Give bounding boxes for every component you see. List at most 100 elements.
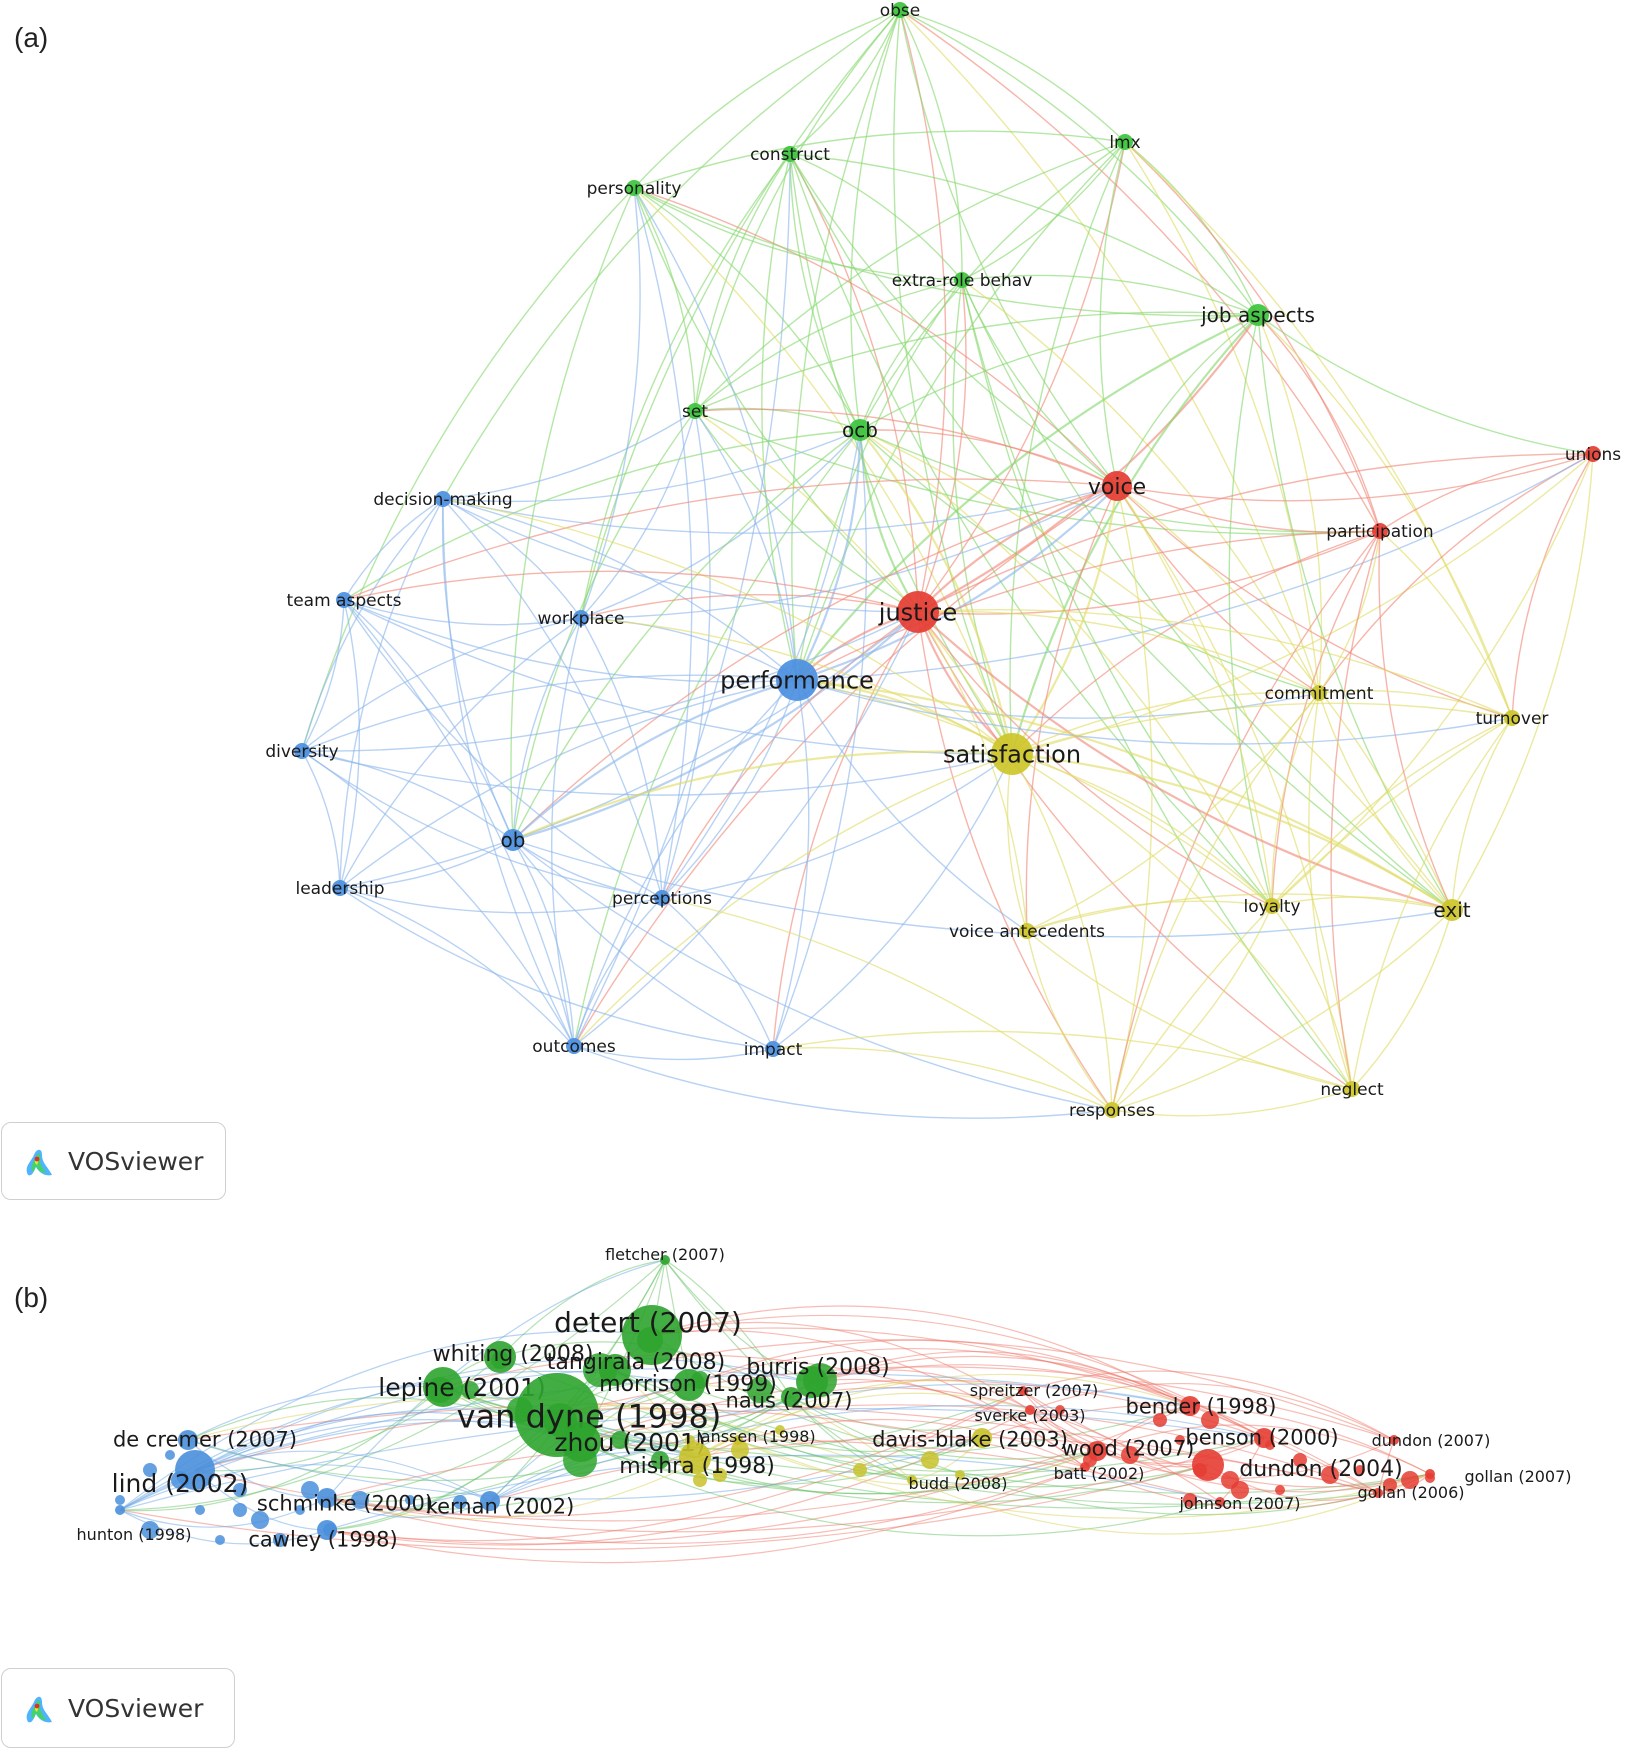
node-circle-batt-2002[interactable] [1080, 1462, 1090, 1472]
node-circle-outcomes[interactable] [566, 1038, 582, 1054]
node-outcomes[interactable]: outcomes [532, 1037, 616, 1057]
node-detert-2007[interactable]: detert (2007) [554, 1305, 742, 1365]
minor-node-green-3[interactable] [611, 1431, 629, 1449]
node-circle-construct[interactable] [782, 146, 798, 162]
node-circle-lepine-2001[interactable] [423, 1367, 463, 1407]
node-benson-2000[interactable]: benson (2000) [1185, 1426, 1338, 1450]
node-perceptions[interactable]: perceptions [612, 889, 712, 909]
node-circle-fletcher-2007[interactable] [660, 1255, 670, 1265]
node-circle-justice[interactable] [897, 591, 939, 633]
node-circle-unions[interactable] [1585, 446, 1601, 462]
node-construct[interactable]: construct [750, 145, 830, 165]
minor-node-blue-12[interactable] [215, 1535, 225, 1545]
node-circle-job-aspects[interactable] [1247, 304, 1269, 326]
node-circle-participation[interactable] [1372, 523, 1388, 539]
node-circle-loyalty[interactable] [1264, 898, 1280, 914]
node-circle-hunton-1998[interactable] [115, 1505, 125, 1515]
node-janssen-1998[interactable]: janssen (1998) [695, 1427, 815, 1446]
node-circle-voice[interactable] [1102, 471, 1132, 501]
node-dundon-2004[interactable]: dundon (2004) [1192, 1449, 1403, 1482]
minor-node-blue-6[interactable] [295, 1505, 305, 1515]
node-voice-antecedents[interactable]: voice antecedents [949, 922, 1105, 942]
minor-node-red-7[interactable] [1293, 1453, 1307, 1467]
node-set[interactable]: set [682, 402, 708, 422]
node-circle-detert-2007[interactable] [622, 1305, 682, 1365]
node-circle-gollan-2006[interactable] [1373, 1488, 1383, 1498]
node-circle-leadership[interactable] [332, 880, 348, 896]
node-satisfaction[interactable]: satisfaction [943, 733, 1081, 775]
node-schminke-2000[interactable]: schminke (2000) [257, 1488, 433, 1516]
node-circle-decision-making[interactable] [435, 491, 451, 507]
minor-node-yellow-3[interactable] [775, 1425, 785, 1435]
node-leadership[interactable]: leadership [296, 879, 385, 899]
node-circle-cawley-1998[interactable] [317, 1520, 337, 1540]
node-circle-tangirala-2008[interactable] [599, 1354, 631, 1386]
minor-node-red-13[interactable] [1183, 1493, 1197, 1507]
minor-node-red-2[interactable] [1121, 1446, 1139, 1464]
node-de-cremer-2007[interactable]: de cremer (2007) [113, 1428, 297, 1452]
node-circle-sverke-2003[interactable] [1025, 1405, 1035, 1415]
node-circle-mishra-1998[interactable] [679, 1442, 711, 1474]
node-circle-davis-blake-2003[interactable] [972, 1428, 992, 1448]
node-decision-making[interactable]: decision-making [373, 490, 512, 510]
node-exit[interactable]: exit [1433, 898, 1470, 922]
node-circle-exit[interactable] [1441, 899, 1463, 921]
node-responses[interactable]: responses [1069, 1101, 1155, 1121]
minor-node-red-17[interactable] [1201, 1411, 1219, 1429]
node-naus-2007[interactable]: naus (2007) [726, 1387, 853, 1413]
minor-node-blue-0[interactable] [115, 1495, 125, 1505]
node-gollan-2006[interactable]: gollan (2006) [1357, 1483, 1464, 1502]
node-job-aspects[interactable]: job aspects [1200, 303, 1315, 327]
node-kernan-2002[interactable]: kernan (2002) [426, 1491, 575, 1519]
minor-node-blue-14[interactable] [301, 1481, 319, 1499]
minor-node-blue-10[interactable] [453, 1495, 467, 1509]
minor-node-yellow-1[interactable] [713, 1468, 727, 1482]
node-circle-team-aspects[interactable] [336, 592, 352, 608]
node-lmx[interactable]: lmx [1109, 133, 1140, 153]
node-commitment[interactable]: commitment [1265, 684, 1374, 704]
node-mishra-1998[interactable]: mishra (1998) [619, 1442, 775, 1479]
node-burris-2008[interactable]: burris (2008) [746, 1355, 890, 1398]
minor-node-blue-15[interactable] [165, 1450, 175, 1460]
node-hunton-1998[interactable]: hunton (1998) [77, 1505, 192, 1544]
node-lepine-2001[interactable]: lepine (2001) [378, 1367, 546, 1407]
node-obse[interactable]: obse [880, 1, 921, 21]
minor-node-yellow-5[interactable] [921, 1451, 939, 1469]
node-bender-1998[interactable]: bender (1998) [1126, 1395, 1277, 1419]
node-circle-perceptions[interactable] [654, 890, 670, 906]
node-ocb[interactable]: ocb [842, 418, 878, 442]
node-circle-diversity[interactable] [294, 743, 310, 759]
node-turnover[interactable]: turnover [1476, 709, 1549, 729]
node-circle-ob[interactable] [502, 829, 524, 851]
node-circle-lind-2002[interactable] [175, 1450, 215, 1490]
node-ob[interactable]: ob [501, 828, 526, 852]
node-lind-2002[interactable]: lind (2002) [112, 1450, 249, 1498]
node-circle-commitment[interactable] [1311, 685, 1327, 701]
node-spreitzer-2007[interactable]: spreitzer (2007) [970, 1381, 1098, 1400]
node-circle-schminke-2000[interactable] [317, 1488, 337, 1508]
node-fletcher-2007[interactable]: fletcher (2007) [605, 1245, 725, 1265]
minor-node-yellow-7[interactable] [693, 1473, 707, 1487]
minor-node-red-10[interactable] [1383, 1478, 1397, 1492]
node-circle-impact[interactable] [765, 1041, 781, 1057]
node-extra-role[interactable]: extra-role behav [892, 271, 1033, 291]
node-circle-bender-1998[interactable] [1180, 1396, 1200, 1416]
node-circle-wood-2007[interactable] [1087, 1441, 1107, 1461]
node-circle-ocb[interactable] [849, 419, 871, 441]
node-circle-personality[interactable] [626, 180, 642, 196]
node-circle-set[interactable] [687, 403, 703, 419]
minor-node-green-7[interactable] [747, 1377, 773, 1403]
node-circle-workplace[interactable] [573, 610, 589, 626]
node-circle-voice-antecedents[interactable] [1019, 923, 1035, 939]
node-circle-kernan-2002[interactable] [480, 1491, 500, 1511]
node-sverke-2003[interactable]: sverke (2003) [974, 1405, 1086, 1425]
node-unions[interactable]: unions [1565, 445, 1621, 465]
node-johnson-2007[interactable]: johnson (2007) [1178, 1494, 1300, 1513]
node-circle-burris-2008[interactable] [796, 1366, 828, 1398]
node-personality[interactable]: personality [587, 179, 682, 199]
node-circle-responses[interactable] [1104, 1102, 1120, 1118]
node-batt-2002[interactable]: batt (2002) [1054, 1462, 1145, 1483]
minor-node-blue-4[interactable] [233, 1503, 247, 1517]
minor-node-red-11[interactable] [1401, 1471, 1419, 1489]
node-circle-johnson-2007[interactable] [1215, 1497, 1225, 1507]
